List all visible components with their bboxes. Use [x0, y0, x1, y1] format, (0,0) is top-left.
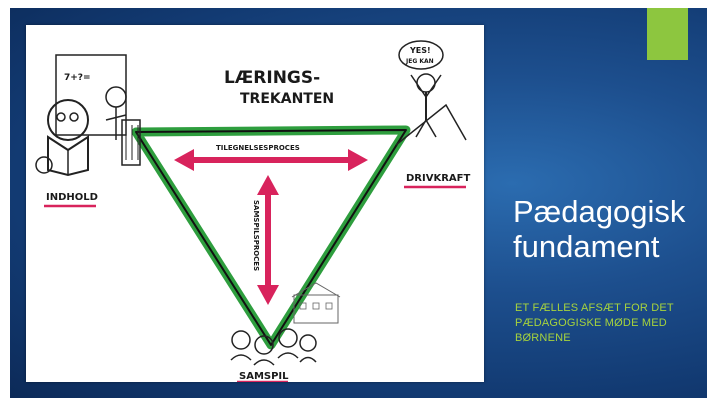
presentation-slide: LÆRINGS- TREKANTEN TILEGNELSESPROCES SAM… [10, 8, 707, 398]
corner-label-indhold: INDHOLD [46, 192, 98, 203]
horizontal-arrow-label: TILEGNELSESPROCES [216, 144, 300, 152]
vertical-arrow-head-top [257, 175, 279, 195]
triangle-outline [135, 129, 407, 346]
slide-subtitle-line3: BØRNENE [515, 332, 571, 344]
slide-title: Pædagogisk fundament [513, 194, 703, 264]
climber-illustration: YES! JEG KAN [395, 40, 467, 146]
corner-label-samspil: SAMSPIL [239, 371, 289, 382]
slide-subtitle-line1: ET FÆLLES AFSÆT FOR DET [515, 302, 674, 314]
board-text: 7+?= [64, 73, 91, 83]
horizontal-arrow-head-right [348, 149, 368, 171]
slide-subtitle-line2: PÆDAGOGISKE MØDE MED [515, 317, 667, 329]
slide-title-line2: fundament [513, 229, 660, 264]
corner-label-drivkraft: DRIVKRAFT [406, 173, 470, 184]
learning-triangle-drawing: LÆRINGS- TREKANTEN TILEGNELSESPROCES SAM… [26, 25, 484, 382]
speech-bubble-line1: YES! [409, 46, 431, 55]
vertical-arrow-label: SAMSPILSPROCES [252, 200, 260, 271]
drawing-heading-line2: TREKANTEN [240, 91, 334, 107]
speech-bubble-line2: JEG KAN [405, 58, 434, 65]
accent-bar [647, 8, 688, 60]
drawing-heading-line1: LÆRINGS- [224, 68, 320, 88]
slide-title-line1: Pædagogisk [513, 194, 686, 229]
children-group-illustration [230, 282, 341, 366]
drawing-canvas: LÆRINGS- TREKANTEN TILEGNELSESPROCES SAM… [35, 40, 470, 382]
horizontal-arrow-head-left [174, 149, 194, 171]
vertical-arrow-head-bottom [257, 285, 279, 305]
student-teacher-illustration: 7+?= [35, 54, 141, 177]
slide-subtitle: ET FÆLLES AFSÆT FOR DET PÆDAGOGISKE MØDE… [515, 301, 705, 346]
